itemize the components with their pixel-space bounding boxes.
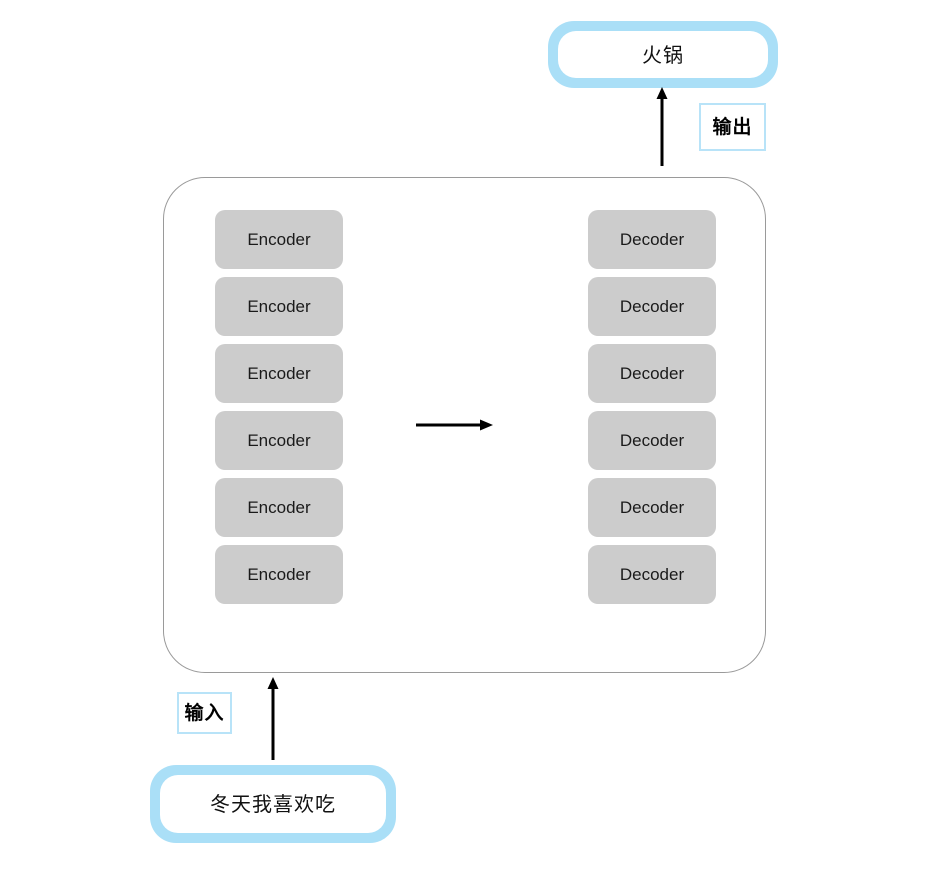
- output-bubble[interactable]: 火锅: [548, 21, 778, 88]
- encoder-block[interactable]: Encoder: [215, 210, 343, 269]
- encoder-block[interactable]: Encoder: [215, 545, 343, 604]
- right-arrow-icon: [416, 419, 493, 431]
- decoder-block[interactable]: Decoder: [588, 277, 716, 336]
- encoder-block-label: Encoder: [247, 565, 311, 584]
- encoder-block-label: Encoder: [247, 431, 311, 450]
- output-arrow-icon: [656, 87, 668, 166]
- output-arrow: [650, 86, 674, 166]
- decoder-block[interactable]: Decoder: [588, 478, 716, 537]
- decoder-block-label: Decoder: [619, 297, 685, 316]
- encoder-stack: Encoder Encoder Encoder Encoder Encoder …: [215, 210, 343, 604]
- decoder-block[interactable]: Decoder: [588, 545, 716, 604]
- input-tag-label: 输入: [184, 701, 225, 724]
- decoder-block-label: Decoder: [619, 565, 685, 584]
- encoder-block[interactable]: Encoder: [215, 344, 343, 403]
- encoder-block-label: Encoder: [247, 297, 311, 316]
- encoder-to-decoder-arrow: [416, 414, 494, 436]
- input-tag: 输入: [177, 692, 232, 734]
- output-bubble-inner: 火锅: [558, 31, 768, 78]
- encoder-block-label: Encoder: [247, 498, 311, 517]
- decoder-block-label: Decoder: [619, 230, 685, 249]
- decoder-block-label: Decoder: [619, 431, 685, 450]
- input-arrow-icon: [267, 677, 279, 760]
- decoder-block[interactable]: Decoder: [588, 210, 716, 269]
- decoder-stack: Decoder Decoder Decoder Decoder Decoder …: [588, 210, 716, 604]
- output-tag: 输出: [699, 103, 766, 151]
- output-tag-label: 输出: [712, 115, 753, 138]
- input-bubble-text: 冬天我喜欢吃: [210, 792, 336, 816]
- output-bubble-text: 火锅: [642, 42, 684, 67]
- encoder-block[interactable]: Encoder: [215, 277, 343, 336]
- encoder-block-label: Encoder: [247, 364, 311, 383]
- encoder-block-label: Encoder: [247, 230, 311, 249]
- decoder-block[interactable]: Decoder: [588, 344, 716, 403]
- input-arrow: [261, 676, 285, 760]
- input-bubble-inner: 冬天我喜欢吃: [160, 775, 386, 833]
- encoder-block[interactable]: Encoder: [215, 478, 343, 537]
- decoder-block[interactable]: Decoder: [588, 411, 716, 470]
- decoder-block-label: Decoder: [619, 498, 685, 517]
- decoder-block-label: Decoder: [619, 364, 685, 383]
- input-bubble[interactable]: 冬天我喜欢吃: [150, 765, 396, 843]
- encoder-block[interactable]: Encoder: [215, 411, 343, 470]
